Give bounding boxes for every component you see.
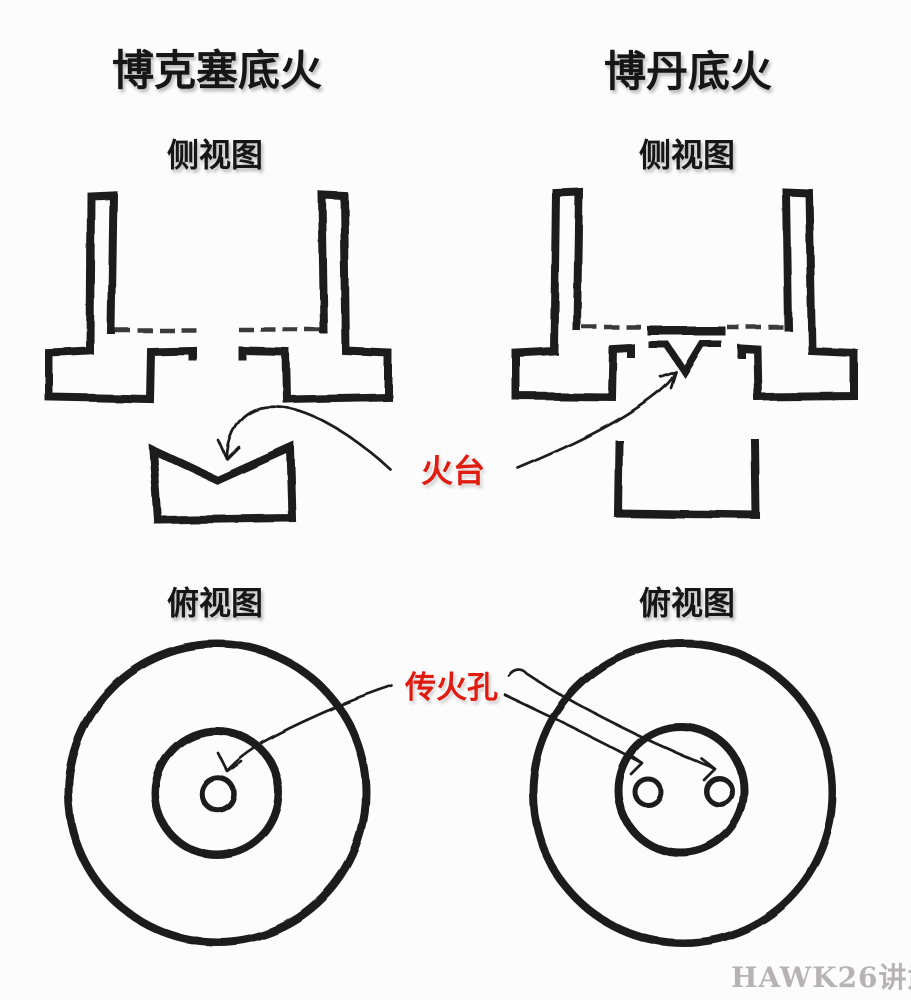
flash-arrow-to-boxer xyxy=(225,684,394,772)
berdan-anvil-v xyxy=(648,340,722,379)
berdan-top-view-label: 俯视图 xyxy=(639,584,736,622)
berdan-primer-pocket-circle xyxy=(614,723,748,857)
anvil-arrowhead-berdan xyxy=(659,370,678,390)
berdan-case-left-half xyxy=(512,187,635,402)
watermark: HAWK26讲武堂 xyxy=(731,961,911,994)
flash-hole-annotation-label: 传火孔 xyxy=(405,670,498,706)
berdan-side-view-drawing xyxy=(512,187,858,520)
berdan-flash-hole-left xyxy=(632,776,664,808)
boxer-case-left-half xyxy=(45,190,197,404)
berdan-top-view-drawing xyxy=(529,639,837,947)
anvil-arrow-to-boxer xyxy=(225,405,393,472)
berdan-case-rim-circle xyxy=(529,639,837,947)
flash-arrowhead-boxer xyxy=(216,751,243,773)
boxer-case-right-half xyxy=(239,190,392,404)
anvil-annotation-label: 火台 xyxy=(421,452,486,490)
annotation-arrows xyxy=(216,370,717,782)
flash-arrowhead-berdan-right xyxy=(700,757,717,782)
berdan-flash-hole-right xyxy=(703,775,735,807)
boxer-primer-cup xyxy=(148,440,297,525)
berdan-primer-cup xyxy=(613,438,761,520)
anvil-arrow-to-berdan xyxy=(516,370,678,470)
anvil-arrowhead-boxer xyxy=(217,439,241,461)
berdan-side-view-label: 侧视图 xyxy=(639,136,736,174)
flash-arrow-to-berdan-right xyxy=(507,668,715,770)
flash-arrowhead-berdan-left xyxy=(627,752,644,776)
boxer-top-view-label: 俯视图 xyxy=(167,584,264,622)
boxer-side-view-label: 侧视图 xyxy=(167,136,264,174)
boxer-title: 博克塞底火 xyxy=(112,46,323,95)
boxer-case-rim-circle xyxy=(64,640,370,946)
berdan-title: 博丹底火 xyxy=(604,47,773,96)
berdan-case-right-half xyxy=(737,187,858,402)
boxer-flash-hole xyxy=(199,775,237,813)
flash-arrow-to-berdan-left xyxy=(503,693,642,764)
boxer-side-view-drawing xyxy=(45,190,392,525)
boxer-primer-pocket-circle xyxy=(151,727,283,859)
boxer-top-view-drawing xyxy=(64,640,370,946)
